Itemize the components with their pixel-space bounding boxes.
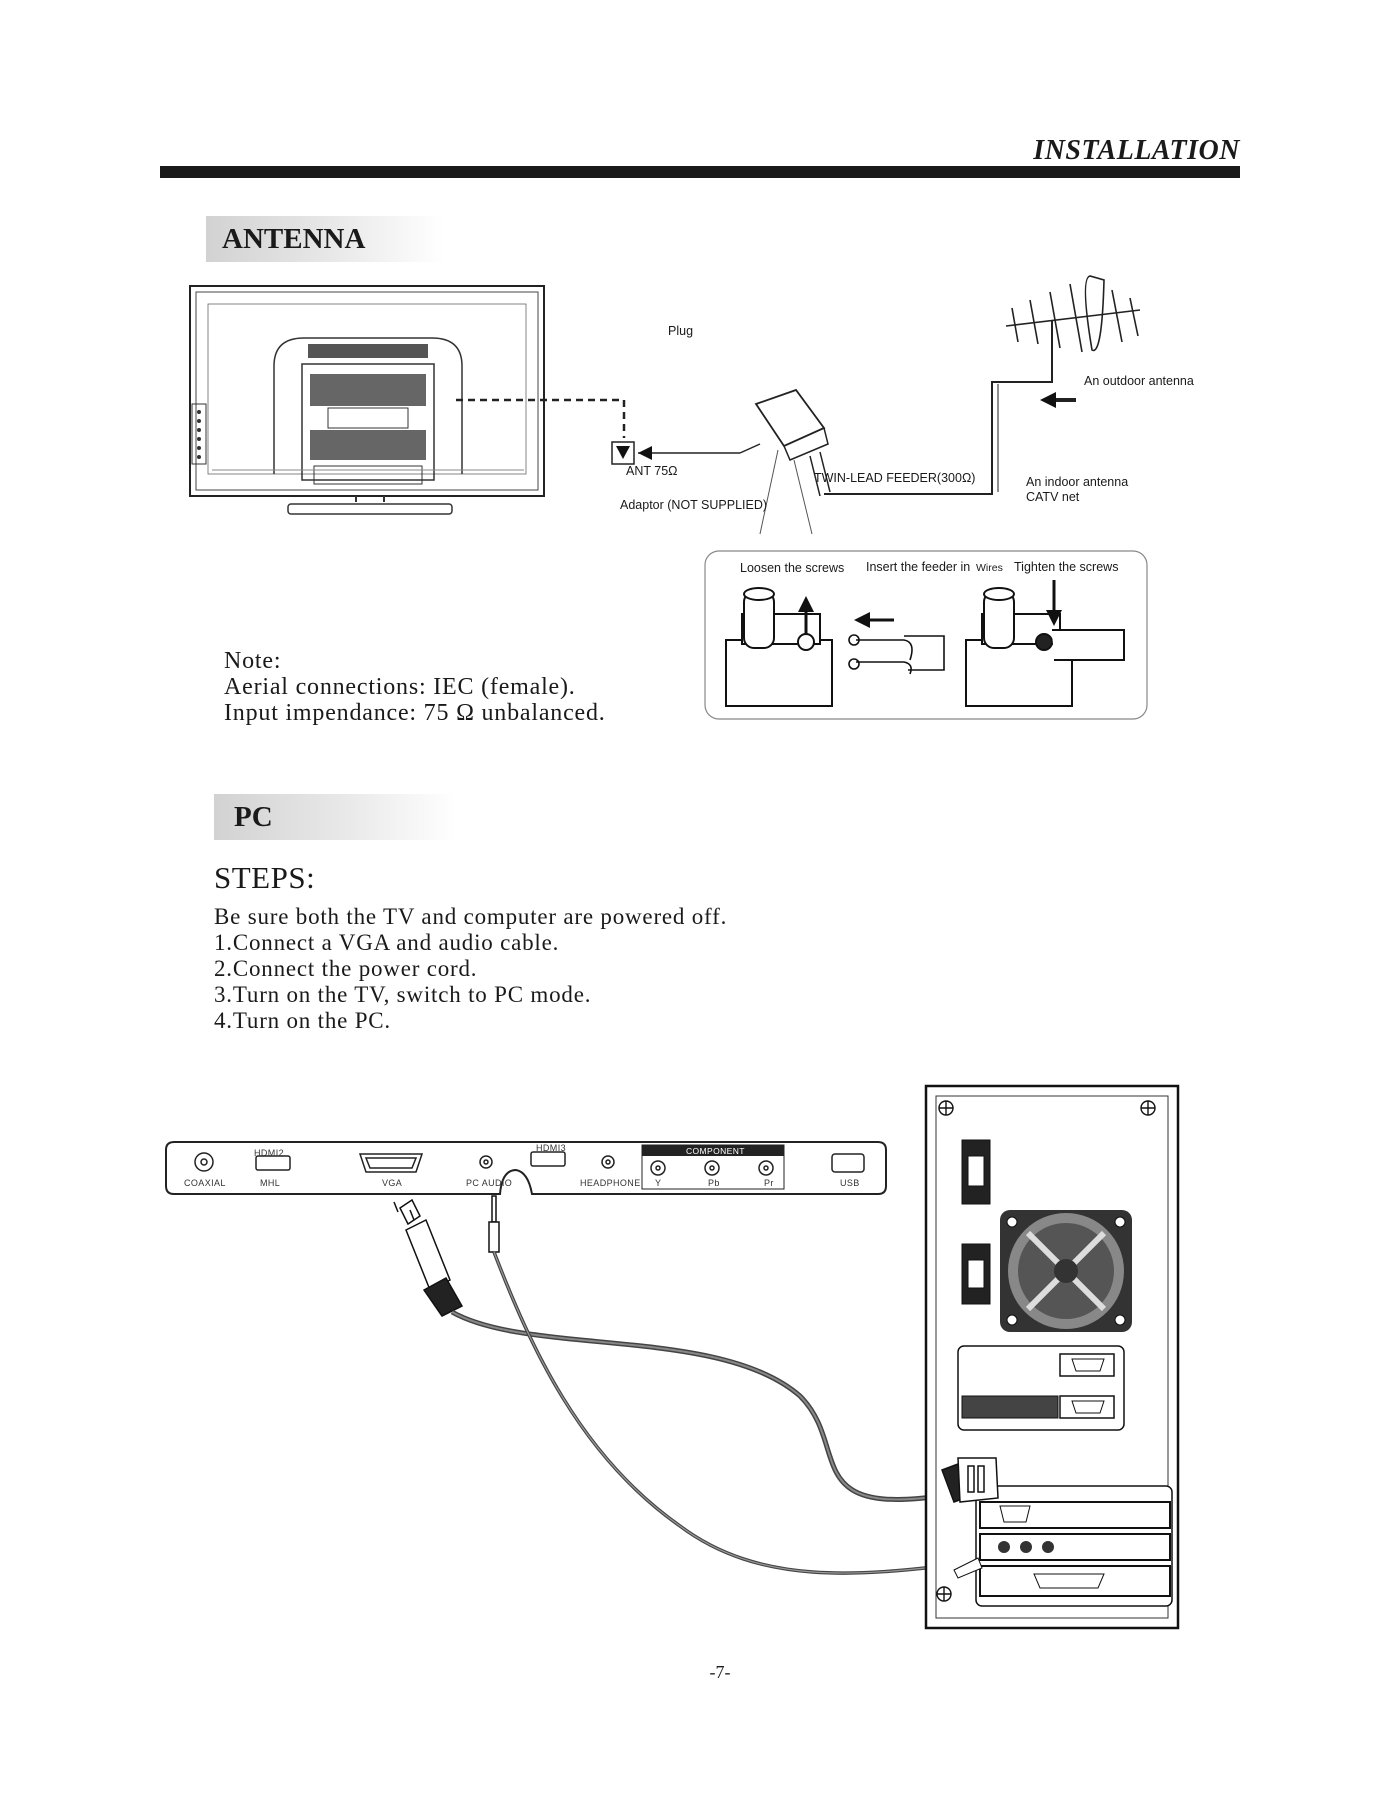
label-loosen-screws: Loosen the screws — [740, 561, 845, 575]
outdoor-antenna-icon — [1005, 275, 1141, 353]
label-insert-feeder: Insert the feeder in — [866, 560, 971, 574]
step-1: 1.Connect a VGA and audio cable. — [214, 930, 560, 955]
port-label-y: Y — [655, 1178, 662, 1188]
pc-section-title: PC — [214, 794, 456, 840]
step-0: Be sure both the TV and computer are pow… — [214, 904, 728, 929]
label-wires: Wires — [976, 562, 1003, 574]
pc-audio-port-icon — [479, 1155, 493, 1169]
pc-vga-plug-icon — [941, 1457, 999, 1503]
hdmi3-port-icon — [530, 1151, 566, 1167]
vga-port-icon — [358, 1153, 424, 1173]
label-tighten-screws: Tighten the screws — [1014, 560, 1119, 574]
port-label-mhl: MHL — [260, 1178, 281, 1188]
port-label-pr: Pr — [764, 1178, 774, 1188]
vga-and-audio-cables — [393, 1195, 961, 1575]
adaptor-plug — [754, 388, 826, 448]
headphone-port-icon — [601, 1155, 615, 1169]
steps-list: Be sure both the TV and computer are pow… — [214, 904, 727, 1034]
label-catv-net: CATV net — [1026, 490, 1080, 504]
pc-tower-rear — [924, 1084, 1180, 1630]
usb-port-icon — [831, 1153, 865, 1173]
label-plug: Plug — [668, 324, 694, 338]
label-outdoor-antenna: An outdoor antenna — [1084, 374, 1194, 388]
terminal-block-tighten — [965, 587, 1125, 707]
terminal-block-loosen — [725, 587, 833, 707]
tv-rear-illustration — [189, 285, 545, 515]
port-label-component: COMPONENT — [686, 1146, 745, 1156]
step-3: 3.Turn on the TV, switch to PC mode. — [214, 982, 592, 1007]
label-twin-lead-feeder: TWIN-LEAD FEEDER(300Ω) — [814, 471, 976, 485]
step-2: 2.Connect the power cord. — [214, 956, 478, 981]
port-label-headphone: HEADPHONE — [580, 1178, 641, 1188]
feeder-connection-inset — [704, 550, 1148, 720]
note-title: Note: — [224, 648, 282, 674]
antenna-section-title: ANTENNA — [206, 216, 444, 262]
component-pr-port-icon — [758, 1160, 774, 1176]
port-label-hdmi3: HDMI3 — [536, 1143, 567, 1153]
hdmi2-port-icon — [255, 1155, 291, 1171]
vga-connector-icon — [393, 1198, 464, 1317]
port-label-pc-audio: PC AUDIO — [466, 1178, 513, 1188]
step-4: 4.Turn on the PC. — [214, 1008, 391, 1033]
tv-port-panel — [165, 1141, 887, 1195]
fan-icon — [1000, 1210, 1132, 1332]
component-y-port-icon — [650, 1160, 666, 1176]
label-ant-75: ANT 75Ω — [626, 464, 678, 478]
page-number: -7- — [709, 1662, 731, 1682]
header-rule — [160, 166, 1240, 178]
port-label-pb: Pb — [708, 1178, 720, 1188]
port-label-hdmi2: HDMI2 — [254, 1148, 285, 1158]
component-pb-port-icon — [704, 1160, 720, 1176]
antenna-wiring-diagram — [456, 275, 1141, 535]
power-socket-icon — [961, 1139, 991, 1305]
port-label-usb: USB — [840, 1178, 860, 1188]
page-header-title: INSTALLATION — [1033, 135, 1240, 166]
note-line-1: Aerial connections: IEC (female). — [224, 674, 576, 700]
coaxial-port-icon — [194, 1152, 214, 1172]
audio-jack-icon — [488, 1195, 500, 1253]
label-indoor-antenna: An indoor antenna — [1026, 475, 1129, 489]
label-adaptor: Adaptor (NOT SUPPLIED) — [620, 498, 768, 512]
port-label-coaxial: COAXIAL — [184, 1178, 226, 1188]
note-line-2: Input impendance: 75 Ω unbalanced. — [224, 700, 606, 726]
antenna-note: Note: Aerial connections: IEC (female). … — [224, 648, 606, 726]
steps-title: STEPS: — [214, 860, 316, 895]
port-label-vga: VGA — [382, 1178, 403, 1188]
